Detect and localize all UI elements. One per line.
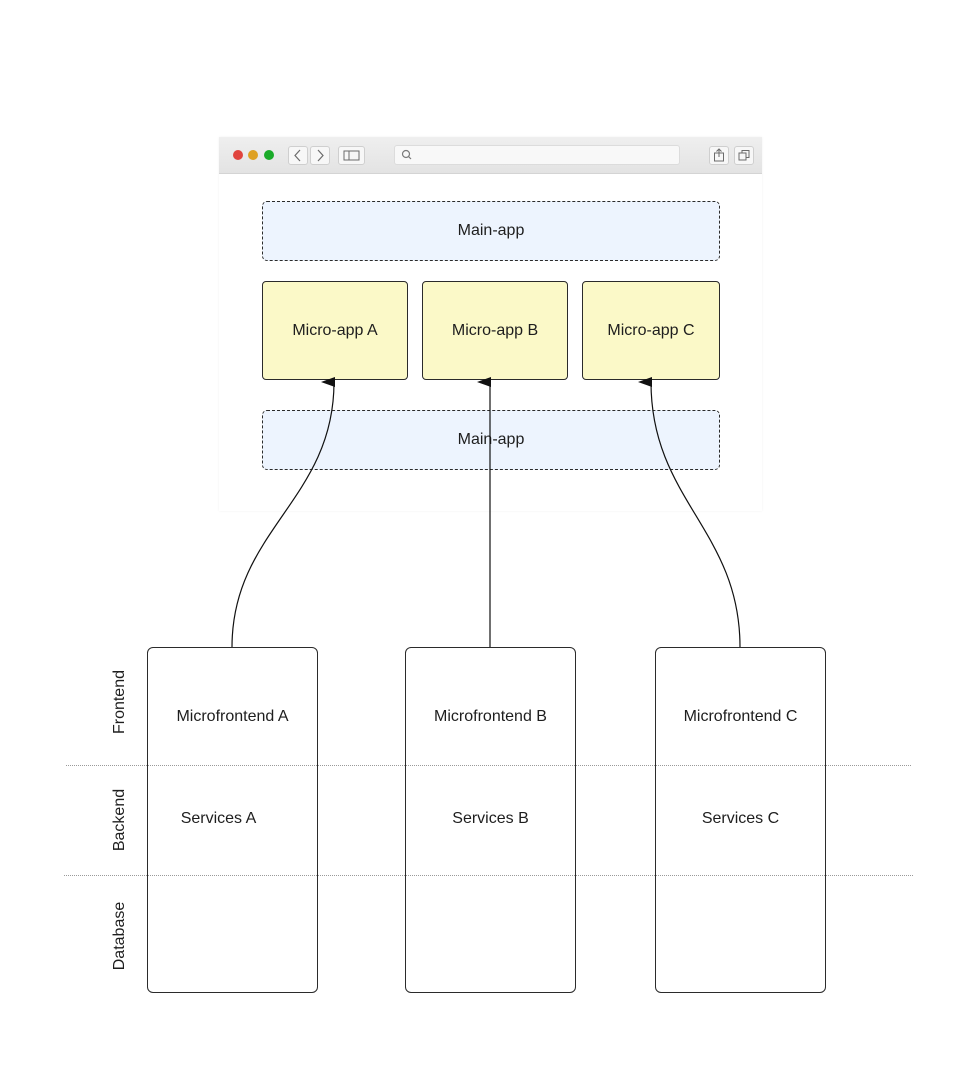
address-bar xyxy=(394,145,680,165)
share-button xyxy=(709,146,729,165)
minimize-dot-icon xyxy=(248,150,258,160)
micro-app-c-label: Micro-app C xyxy=(607,321,695,339)
maximize-dot-icon xyxy=(264,150,274,160)
main-app-top: Main-app xyxy=(262,201,720,261)
back-button xyxy=(288,146,308,165)
micro-app-a-label: Micro-app A xyxy=(292,321,378,339)
close-dot-icon xyxy=(233,150,243,160)
service-column-a xyxy=(147,647,318,993)
layer-label-frontend: Frontend xyxy=(111,669,128,735)
frontend-backend-divider xyxy=(66,765,911,766)
services-b-label: Services B xyxy=(452,810,529,827)
chevron-right-icon xyxy=(317,149,324,162)
micro-app-b: Micro-app B xyxy=(422,281,568,380)
search-icon xyxy=(401,149,412,160)
sidebar-icon xyxy=(343,150,360,161)
micro-app-b-label: Micro-app B xyxy=(451,321,539,339)
services-c-label: Services C xyxy=(701,810,780,827)
browser-toolbar xyxy=(219,137,762,174)
microfrontend-c-label: Microfrontend C xyxy=(683,708,798,725)
micro-app-a: Micro-app A xyxy=(262,281,408,380)
forward-button xyxy=(310,146,330,165)
service-column-b xyxy=(405,647,576,993)
tabs-icon xyxy=(738,150,750,161)
micro-app-c: Micro-app C xyxy=(582,281,720,380)
arrow-c xyxy=(638,376,741,648)
arrow-a xyxy=(231,377,336,648)
service-column-c xyxy=(655,647,826,993)
layer-label-database: Database xyxy=(111,901,128,971)
chevron-left-icon xyxy=(294,149,301,162)
microfrontend-a-label: Microfrontend A xyxy=(176,708,289,725)
tabs-button xyxy=(734,146,754,165)
main-app-bottom: Main-app xyxy=(262,410,720,470)
main-app-bottom-label: Main-app xyxy=(457,431,525,448)
layer-label-backend: Backend xyxy=(111,788,128,852)
share-icon xyxy=(714,148,724,162)
sidebar-button xyxy=(338,146,365,165)
backend-database-divider xyxy=(64,875,913,876)
services-a-label: Services A xyxy=(180,810,257,827)
main-app-top-label: Main-app xyxy=(457,222,525,239)
microfrontend-b-label: Microfrontend B xyxy=(434,708,547,725)
